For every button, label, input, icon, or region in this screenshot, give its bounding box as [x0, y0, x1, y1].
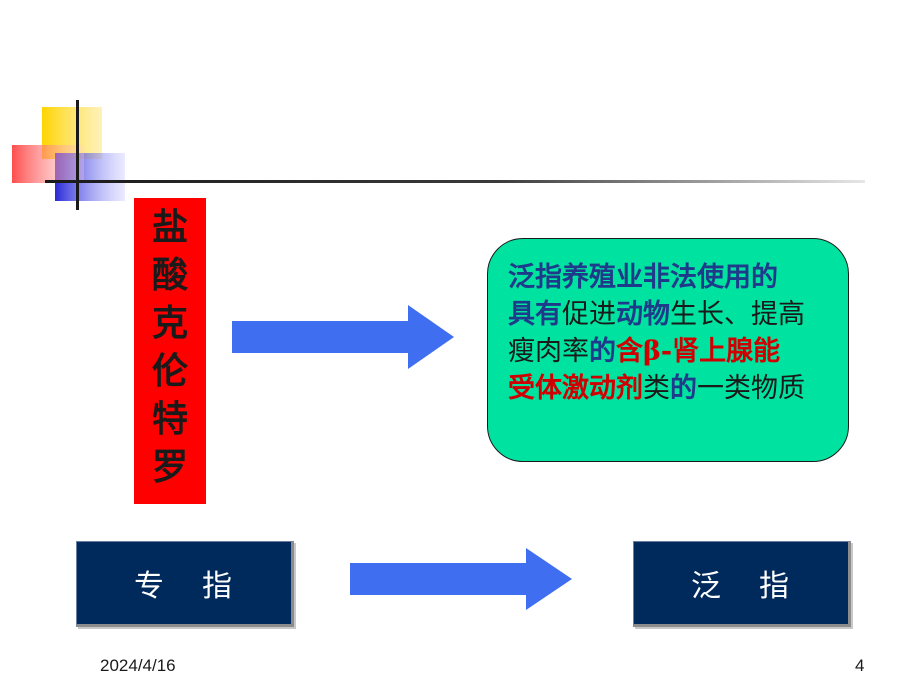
definition-segment: 受体激动剂 [508, 373, 643, 404]
vertical-title-block: 盐 酸 克 伦 特 罗 [134, 198, 206, 504]
specific-meaning-box: 专 指 [76, 541, 294, 627]
definition-segment: 一类物质 [697, 373, 805, 404]
right-arrow-icon [232, 305, 454, 369]
red-bar [12, 145, 84, 183]
box-char: 专 [134, 569, 166, 604]
definition-segment: 动物 [616, 299, 670, 330]
title-divider-line [45, 180, 865, 183]
definition-line-1: 泛指养殖业非法使用的 [508, 262, 778, 293]
definition-segment: 生长、提高 [670, 299, 805, 330]
logo-vertical-line [76, 100, 79, 210]
title-char: 酸 [151, 255, 188, 296]
definition-text: 泛指养殖业非法使用的 具有促进动物生长、提高 瘦肉率的含β-肾上腺能 受体激动剂… [508, 259, 848, 407]
box-char: 泛 [691, 569, 723, 604]
box-char: 指 [759, 569, 791, 604]
title-char: 特 [151, 399, 188, 440]
definition-segment: 的 [670, 373, 697, 404]
corner-logo-decoration [12, 100, 125, 210]
definition-segment: 的 [589, 336, 616, 367]
title-char: 罗 [151, 447, 188, 488]
definition-segment: 类 [643, 373, 670, 404]
box-char: 指 [202, 569, 234, 604]
footer-date: 2024/4/16 [100, 656, 176, 675]
definition-segment: 瘦肉率 [508, 336, 589, 367]
title-char: 伦 [151, 351, 188, 392]
definition-segment: 具有 [508, 299, 562, 330]
definition-box: 泛指养殖业非法使用的 具有促进动物生长、提高 瘦肉率的含β-肾上腺能 受体激动剂… [487, 238, 849, 462]
title-char: 克 [151, 303, 188, 344]
definition-segment: 含β-肾上腺能 [616, 336, 781, 367]
definition-segment: 促进 [562, 299, 616, 330]
general-meaning-box: 泛 指 [633, 541, 851, 627]
title-char: 盐 [151, 207, 188, 248]
right-arrow-icon [350, 548, 572, 610]
page-number: 4 [855, 656, 865, 675]
